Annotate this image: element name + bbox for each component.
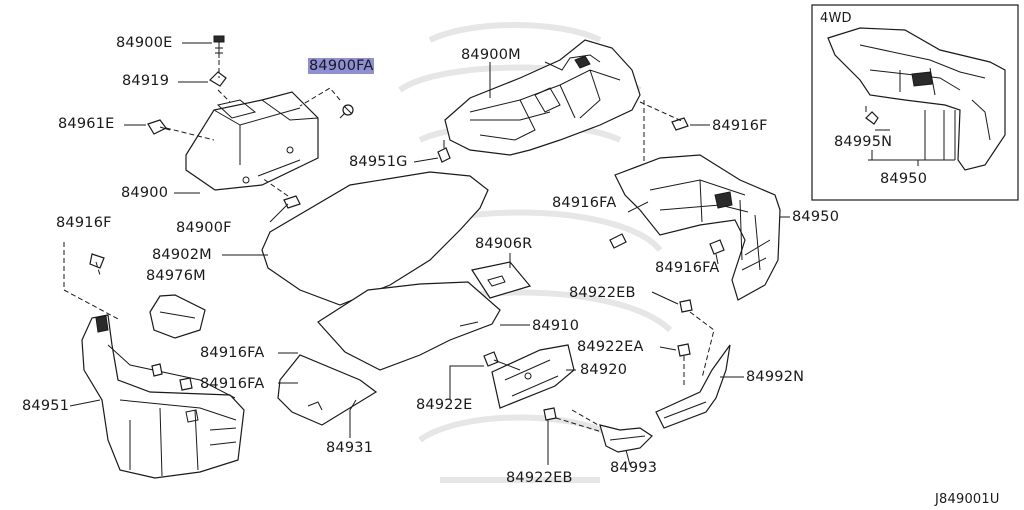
part-84951 — [81, 314, 245, 479]
inset-label-84950: 84950 — [880, 171, 928, 187]
label-84919: 84919 — [122, 73, 170, 89]
fastener-84922E — [483, 351, 521, 371]
part-84976M — [149, 294, 206, 339]
clip-84919 — [209, 71, 227, 87]
label-84993: 84993 — [610, 460, 658, 476]
part-84900M — [444, 39, 641, 156]
clip-84961E — [147, 119, 171, 135]
fastener-84900FA — [339, 104, 354, 119]
label-84900E: 84900E — [116, 35, 173, 51]
label-84920: 84920 — [580, 362, 628, 378]
label-84931: 84931 — [326, 440, 374, 456]
clip-84951G — [437, 140, 451, 163]
part-84920 — [491, 344, 575, 409]
part-84950 — [614, 154, 781, 301]
clip-84916FA-mid — [609, 233, 627, 249]
label-84900M: 84900M — [461, 47, 521, 63]
label-84950: 84950 — [792, 209, 840, 225]
label-84916FA-mid: 84916FA — [552, 195, 617, 211]
label-84992N: 84992N — [746, 369, 805, 385]
label-84922EA: 84922EA — [577, 339, 644, 355]
label-84916FA-left1: 84916FA — [200, 345, 265, 361]
label-84922EB-bottom: 84922EB — [506, 470, 573, 486]
clip-84916F-right — [671, 117, 689, 131]
label-84922EB-top: 84922EB — [569, 285, 636, 301]
part-84900 — [185, 91, 319, 191]
label-84900F: 84900F — [176, 220, 232, 236]
label-84961E: 84961E — [58, 116, 115, 132]
label-84951G: 84951G — [349, 154, 408, 170]
label-84910: 84910 — [532, 318, 580, 334]
label-84916FA-right: 84916FA — [655, 260, 720, 276]
highlight-84900FA[interactable]: 84900FA — [308, 58, 375, 74]
label-84922E: 84922E — [416, 397, 473, 413]
inset-title: 4WD — [820, 11, 852, 26]
clip-84916FA-right — [709, 239, 725, 255]
label-84976M: 84976M — [146, 268, 206, 284]
part-84993 — [599, 424, 653, 453]
inset-box — [811, 4, 1019, 201]
part-84906R — [471, 261, 532, 299]
part-84910 — [317, 281, 501, 371]
diagram-code: J849001U — [935, 492, 1000, 507]
clip-84916FA-left2 — [179, 377, 193, 391]
part-84992N — [655, 344, 731, 429]
label-84902M: 84902M — [152, 247, 212, 263]
fastener-84922EB-top — [679, 299, 693, 313]
clip-84916FA-left1 — [151, 363, 163, 377]
clip-84916F-left — [89, 253, 105, 269]
label-84900: 84900 — [121, 185, 169, 201]
fastener-84922EB-bottom — [543, 407, 557, 421]
fastener-84922EA — [677, 343, 691, 357]
label-84951: 84951 — [22, 398, 70, 414]
label-84916FA-left2: 84916FA — [200, 376, 265, 392]
label-84906R: 84906R — [475, 236, 533, 252]
part-84902M — [261, 171, 489, 306]
inset-label-84995N: 84995N — [834, 134, 893, 150]
label-84900FA-highlighted[interactable]: 84900FA — [308, 58, 375, 74]
fastener-84900E — [213, 35, 225, 58]
part-84931 — [277, 354, 378, 426]
label-84916F-left: 84916F — [56, 215, 112, 231]
leader-lines — [69, 42, 945, 466]
label-84916F-right: 84916F — [712, 118, 768, 134]
inset-part-84950 — [827, 27, 1006, 171]
